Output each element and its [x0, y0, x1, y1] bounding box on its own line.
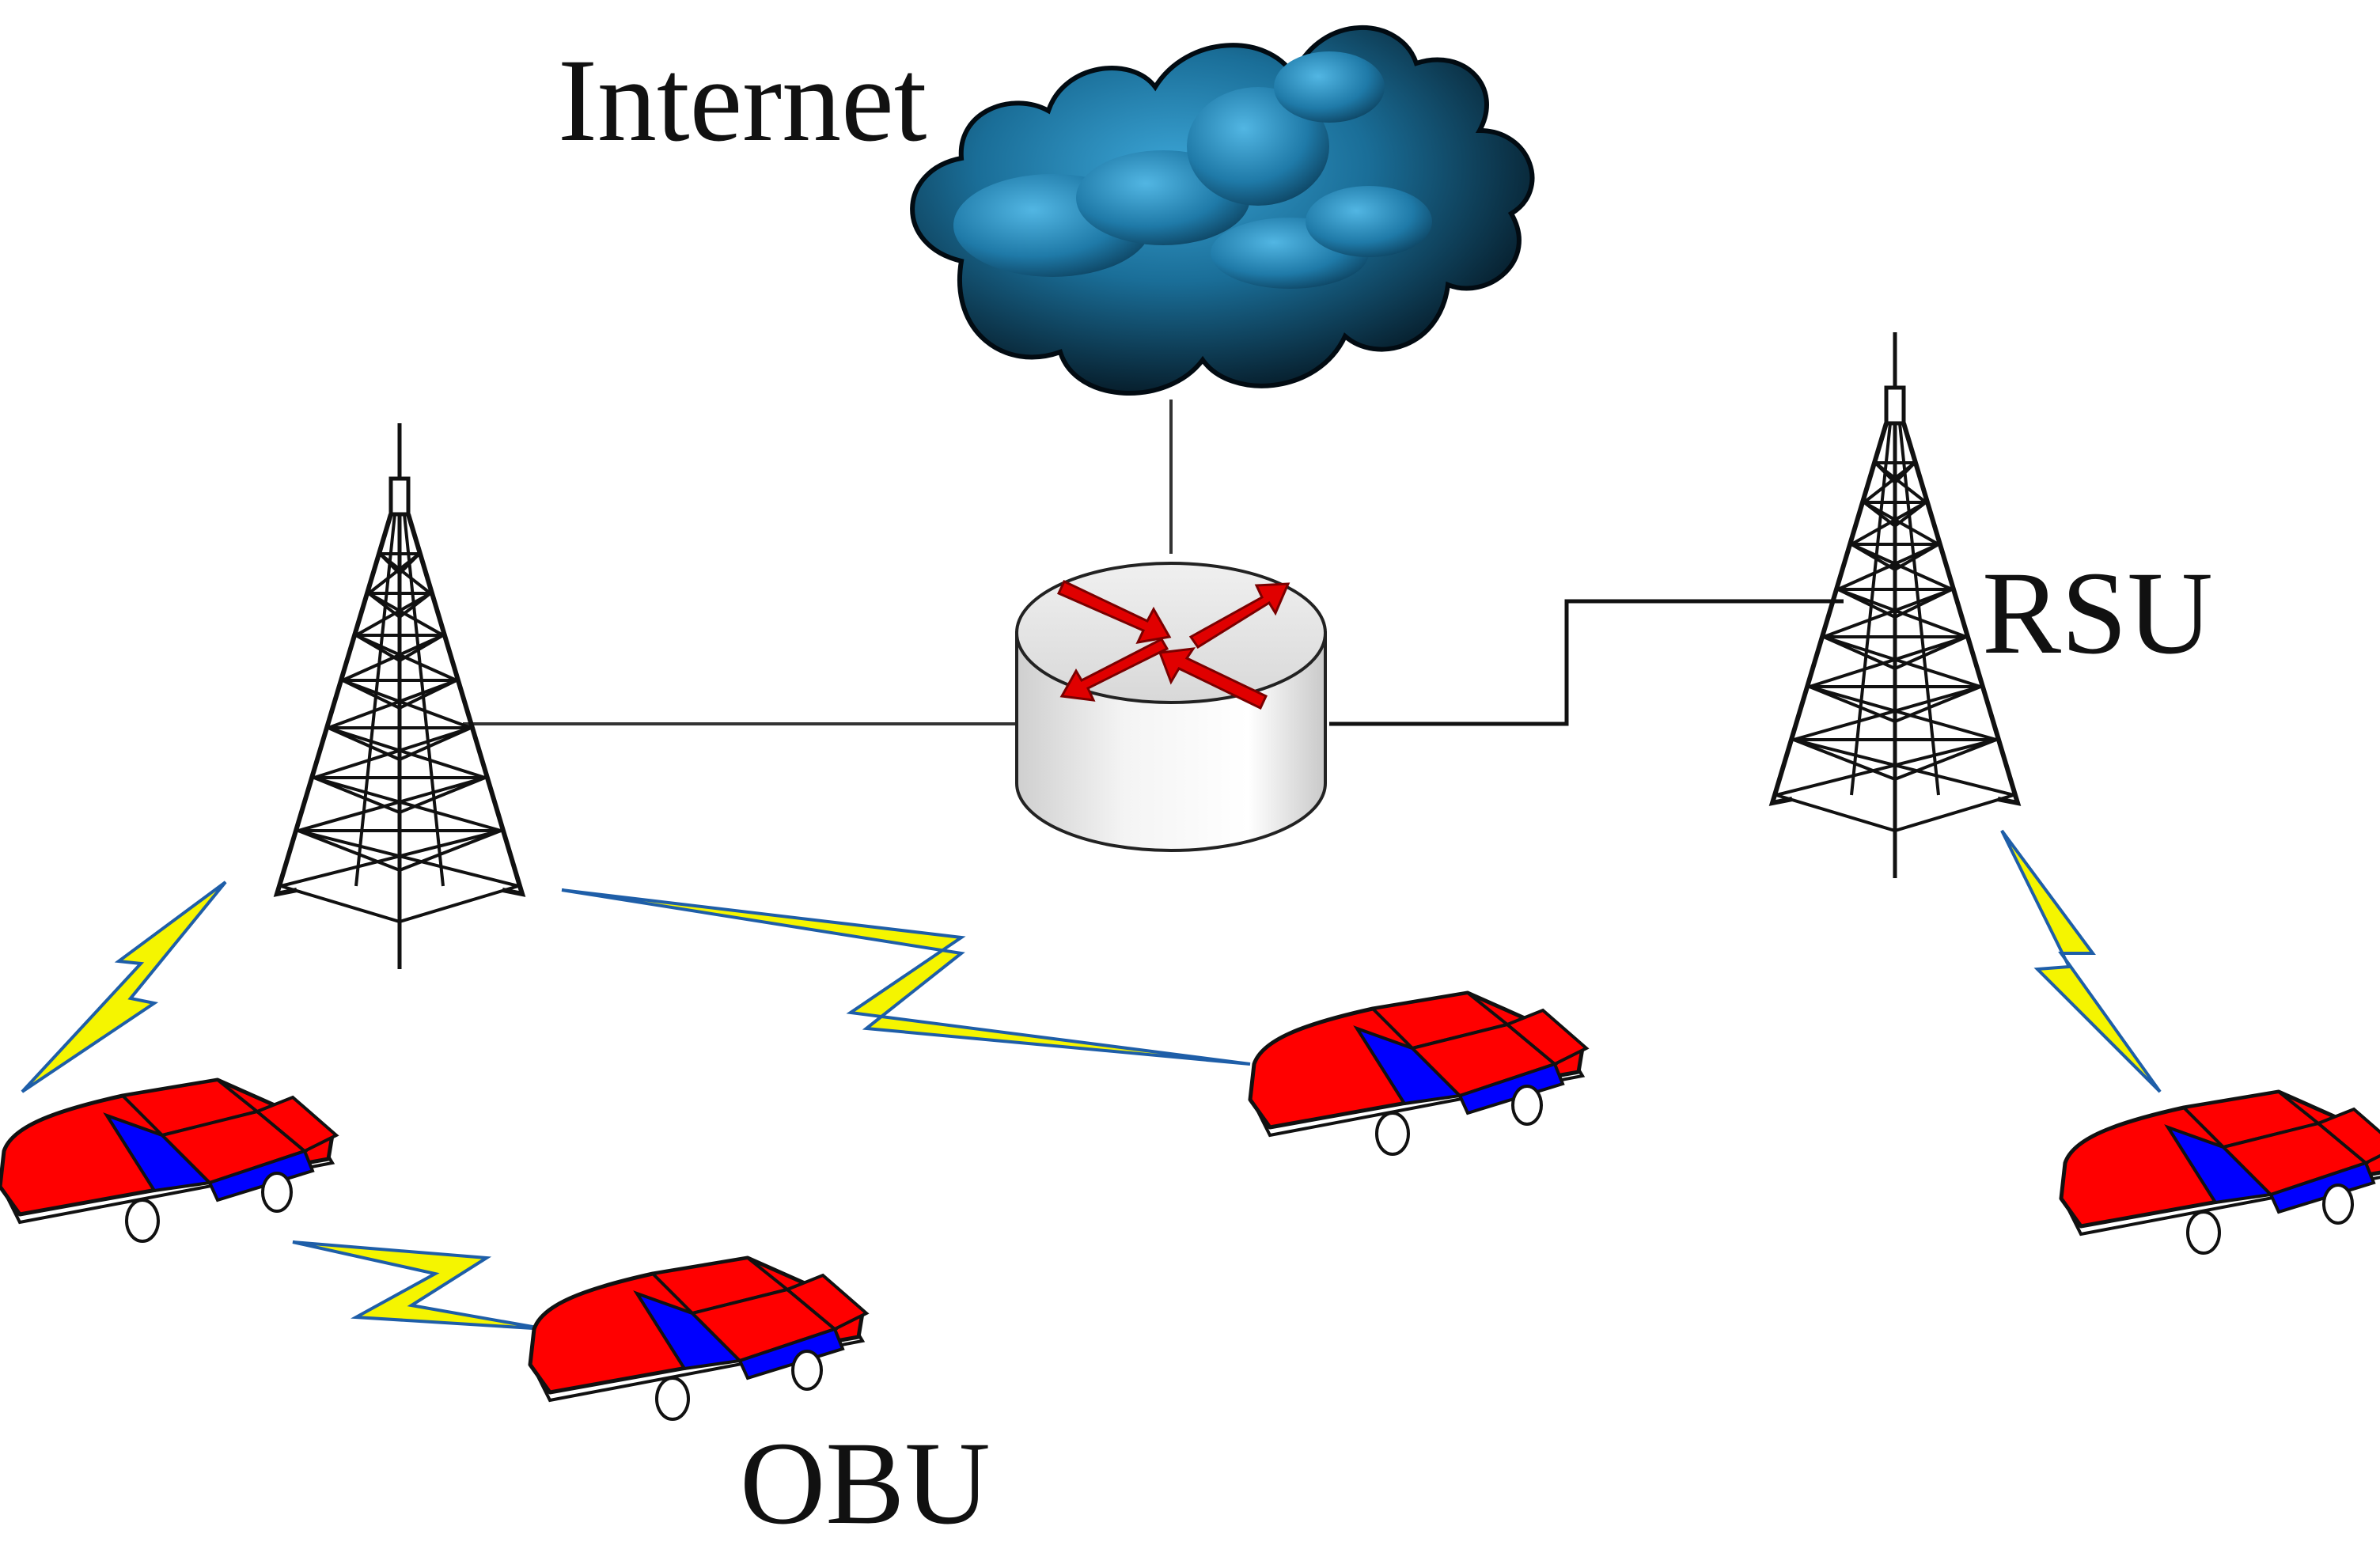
- car-icon: [530, 1258, 866, 1419]
- obu-label: OBU: [740, 1418, 991, 1549]
- internet-label: Internet: [558, 35, 927, 166]
- wireless-link-icon: [561, 888, 1251, 1066]
- wireless-link-icon: [292, 1240, 547, 1331]
- router-rsu-link: [1329, 599, 1844, 726]
- router-icon: [1015, 562, 1327, 852]
- car-icon: [1250, 993, 1586, 1154]
- car-icon: [2061, 1092, 2380, 1253]
- car-icon: [0, 1080, 336, 1241]
- rsu-tower-icon: [1772, 332, 2018, 878]
- cloud-icon: [910, 25, 1535, 396]
- cell-tower-icon: [277, 423, 522, 969]
- wireless-link-icon: [21, 881, 227, 1093]
- rsu-label: RSU: [1982, 547, 2213, 679]
- wireless-link-icon: [2000, 829, 2162, 1093]
